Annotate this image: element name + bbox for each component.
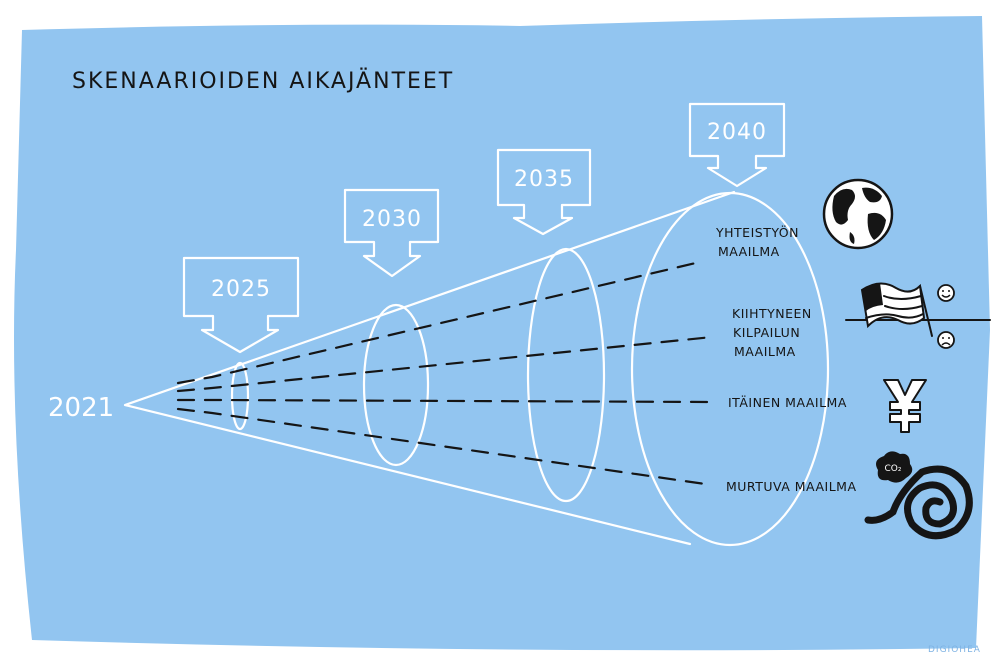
co2-label: CO₂ xyxy=(885,464,902,474)
milestone-2025-label: 2025 xyxy=(211,277,271,302)
milestone-2040: 2040 xyxy=(688,102,786,188)
ring-2030 xyxy=(362,303,430,467)
scenario-paths xyxy=(176,260,718,487)
start-year-label: 2021 xyxy=(48,393,114,423)
yen-icon xyxy=(883,379,927,433)
scenario-label-eastern: ITÄINEN MAAILMA xyxy=(728,395,847,410)
spiral-icon xyxy=(864,465,973,540)
milestone-2035-label: 2035 xyxy=(514,167,574,192)
milestone-2030: 2030 xyxy=(343,188,440,278)
scenario-label-competition: KIIHTYNEEN KILPAILUN MAAILMA xyxy=(732,306,816,359)
scenario-label-fragmenting: MURTUVA MAAILMA xyxy=(726,479,857,494)
ring-2025 xyxy=(230,361,250,431)
milestone-2025: 2025 xyxy=(182,256,300,354)
background-panel xyxy=(14,16,990,651)
cone-outline xyxy=(123,190,736,546)
scenario-label-cooperation: YHTEISTYÖN MAAILMA xyxy=(715,224,803,259)
co2-cloud-icon: CO₂ xyxy=(876,451,913,483)
milestone-2030-label: 2030 xyxy=(362,207,422,232)
ring-2035 xyxy=(526,247,606,503)
ring-2040 xyxy=(630,191,830,547)
happy-face-icon xyxy=(937,284,955,302)
us-flag-icon xyxy=(845,282,991,337)
globe-icon xyxy=(822,178,894,250)
signature: DIGIOHEA xyxy=(928,645,981,655)
milestone-2035: 2035 xyxy=(496,148,592,236)
milestone-2040-label: 2040 xyxy=(707,120,767,145)
diagram-title: SKENAARIOIDEN AIKAJÄNTEET xyxy=(72,68,454,94)
sad-face-icon xyxy=(937,331,955,349)
